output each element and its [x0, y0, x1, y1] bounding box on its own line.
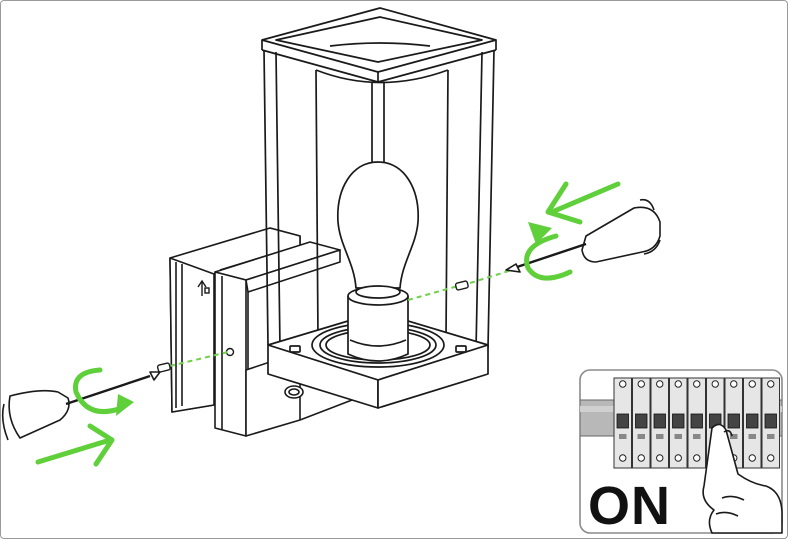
right-rotation-arrow [524, 222, 573, 281]
breaker-module [613, 377, 632, 469]
on-label: ON [588, 476, 671, 536]
left-push-arrow [35, 423, 115, 467]
bulb-socket [347, 285, 409, 362]
breaker-module [669, 377, 688, 469]
breaker-module [687, 377, 706, 469]
left-rotation-arrow [73, 367, 134, 416]
breaker-inset [579, 369, 783, 534]
breaker-module [632, 377, 651, 469]
right-push-arrow [545, 181, 621, 225]
screw-guide-lines [169, 269, 513, 367]
breaker-module [761, 377, 780, 469]
light-bulb [337, 161, 419, 289]
bracket-screw-hole [225, 347, 235, 357]
up-arrow-marking [197, 279, 210, 296]
breaker-module [743, 377, 762, 469]
screwdriver-icon [1, 371, 161, 441]
breaker-row [613, 377, 780, 469]
screwdriver-icon [505, 198, 661, 273]
right-screw [454, 280, 469, 291]
hand-icon [702, 423, 783, 534]
left-screw [156, 362, 171, 373]
breaker-module [650, 377, 669, 469]
